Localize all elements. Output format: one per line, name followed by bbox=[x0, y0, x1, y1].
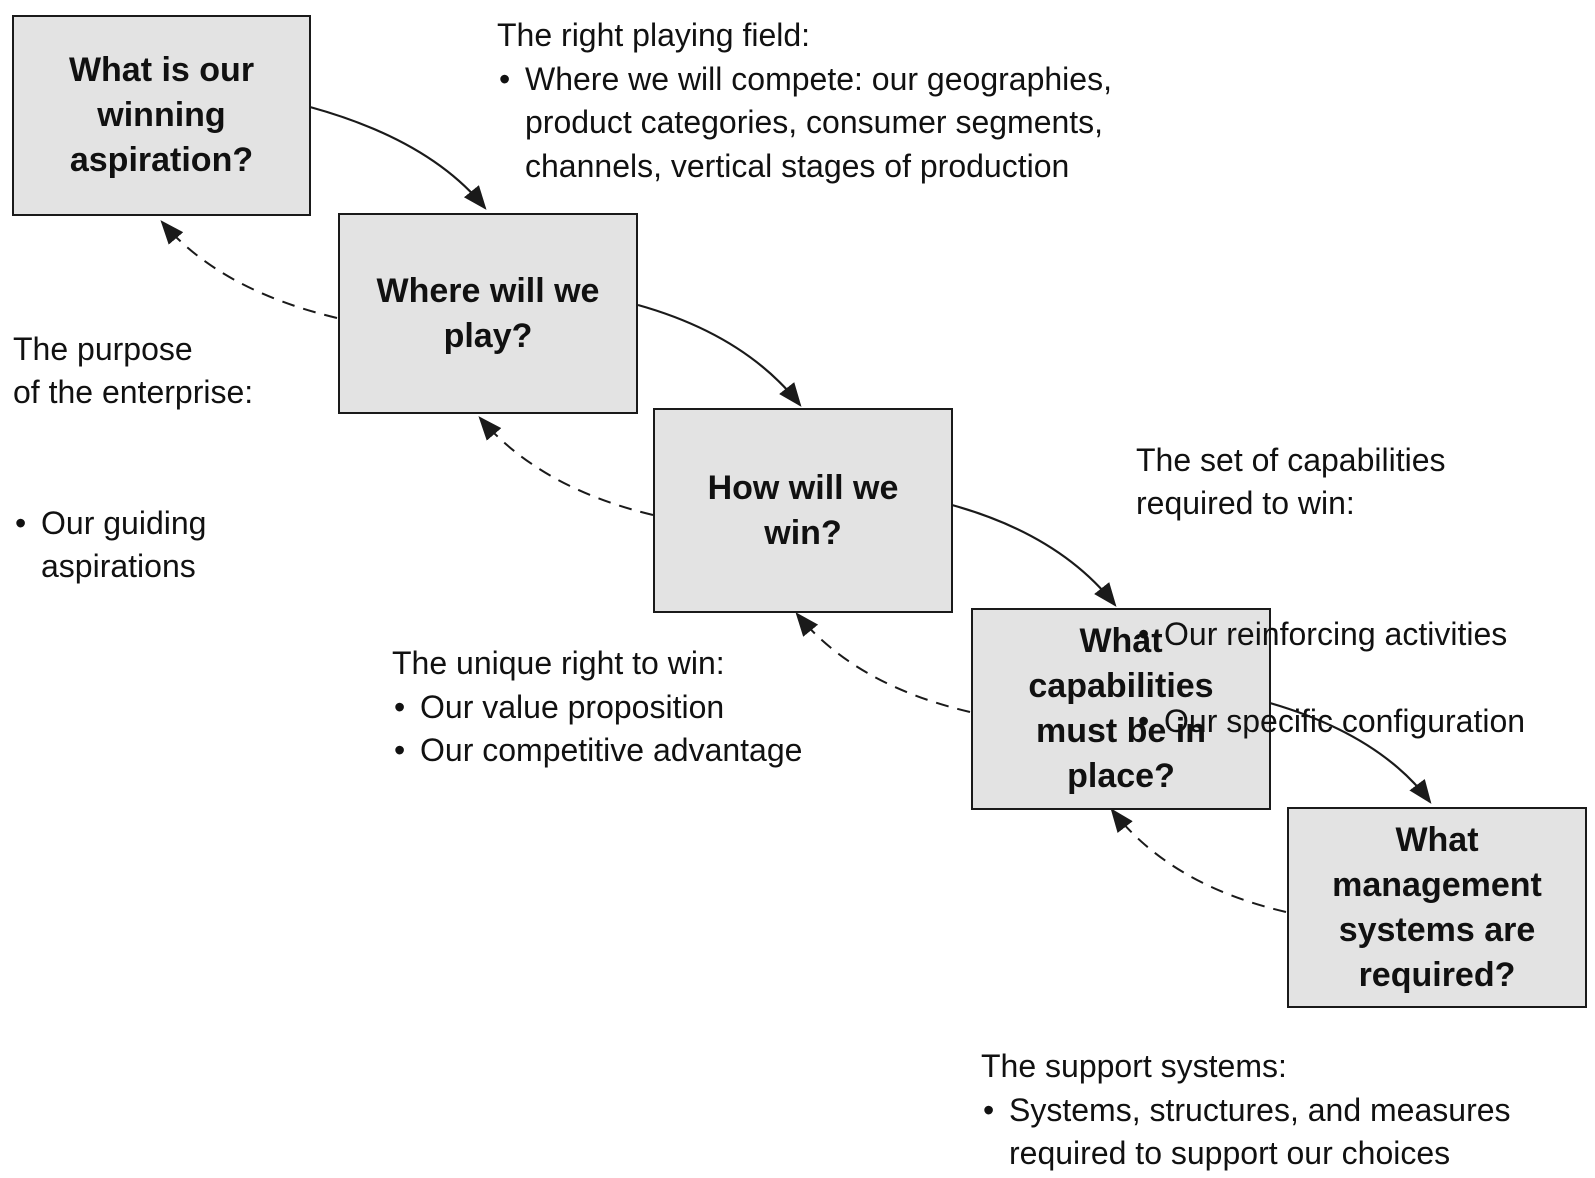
note-right-to-win: The unique right to win: • Our value prop… bbox=[392, 642, 912, 773]
note-playing-field: The right playing field: • Where we will … bbox=[497, 14, 1557, 188]
note-support-systems-bullet-text: Systems, structures, and measures requir… bbox=[1009, 1091, 1511, 1172]
note-playing-field-bullet: • Where we will compete: our geographies,… bbox=[497, 58, 1557, 189]
arrow-capabilities-to-management bbox=[1269, 701, 1432, 804]
box-capabilities: What capabilities must be in place? bbox=[971, 608, 1271, 810]
note-purpose-bullet-text: Our guiding aspirations bbox=[41, 504, 207, 585]
bullet-icon: • bbox=[983, 1091, 995, 1128]
note-capabilities: The set of capabilities required to win:… bbox=[1136, 395, 1586, 830]
box-winning-aspiration: What is our winning aspiration? bbox=[12, 15, 311, 216]
bullet-icon: • bbox=[394, 688, 406, 725]
note-right-to-win-bullet-2: • Our competitive advantage bbox=[392, 729, 912, 773]
box-management-systems: What management systems are required? bbox=[1287, 807, 1587, 1008]
bullet-icon: • bbox=[1138, 615, 1150, 652]
note-right-to-win-bullet-1-text: Our value proposition bbox=[420, 688, 725, 725]
box-where-will-we-play: Where will we play? bbox=[338, 213, 638, 414]
box-how-will-we-win: How will we win? bbox=[653, 408, 953, 613]
note-capabilities-bullet-1-text: Our reinforcing activities bbox=[1164, 615, 1508, 652]
note-capabilities-bullet-2-text: Our specific configuration bbox=[1164, 702, 1526, 739]
note-purpose-heading: The purpose of the enterprise: bbox=[13, 330, 254, 411]
bullet-icon: • bbox=[15, 504, 27, 541]
arrow-aspiration-to-where bbox=[309, 105, 487, 210]
box-capabilities-label: What capabilities must be in place? bbox=[1028, 622, 1214, 795]
arrow-how-to-capabilities bbox=[951, 503, 1117, 607]
note-support-systems: The support systems: • Systems, structure… bbox=[981, 1045, 1586, 1176]
note-playing-field-heading: The right playing field: bbox=[497, 17, 811, 53]
note-right-to-win-bullet-2-text: Our competitive advantage bbox=[420, 732, 803, 768]
note-right-to-win-heading: The unique right to win: bbox=[392, 645, 725, 681]
box-management-systems-label: What management systems are required? bbox=[1332, 820, 1542, 994]
box-winning-aspiration-label: What is our winning aspiration? bbox=[68, 51, 255, 179]
note-purpose: The purpose of the enterprise: • Our guid… bbox=[13, 284, 333, 676]
note-playing-field-bullet-text: Where we will compete: our geographies, … bbox=[525, 60, 1112, 184]
note-capabilities-bullet-2: • Our specific configuration bbox=[1136, 700, 1586, 744]
note-purpose-bullet: • Our guiding aspirations bbox=[13, 502, 333, 589]
feedback-how-to-where bbox=[478, 416, 654, 516]
bullet-icon: • bbox=[1138, 702, 1150, 739]
box-where-will-we-play-label: Where will we play? bbox=[376, 271, 600, 355]
box-how-will-we-win-label: How will we win? bbox=[707, 468, 899, 552]
arrow-where-to-how bbox=[637, 303, 802, 407]
note-capabilities-bullet-1: • Our reinforcing activities bbox=[1136, 613, 1586, 657]
note-capabilities-heading: The set of capabilities required to win: bbox=[1136, 441, 1446, 522]
note-support-systems-bullet: • Systems, structures, and measures requi… bbox=[981, 1089, 1586, 1176]
note-support-systems-heading: The support systems: bbox=[981, 1048, 1287, 1084]
bullet-icon: • bbox=[499, 60, 511, 97]
bullet-icon: • bbox=[394, 732, 406, 768]
feedback-management-to-capabilities bbox=[1110, 808, 1287, 913]
feedback-where-to-aspiration bbox=[160, 220, 338, 319]
note-right-to-win-bullet-1: • Our value proposition bbox=[392, 686, 912, 730]
feedback-capabilities-to-how bbox=[795, 612, 971, 713]
